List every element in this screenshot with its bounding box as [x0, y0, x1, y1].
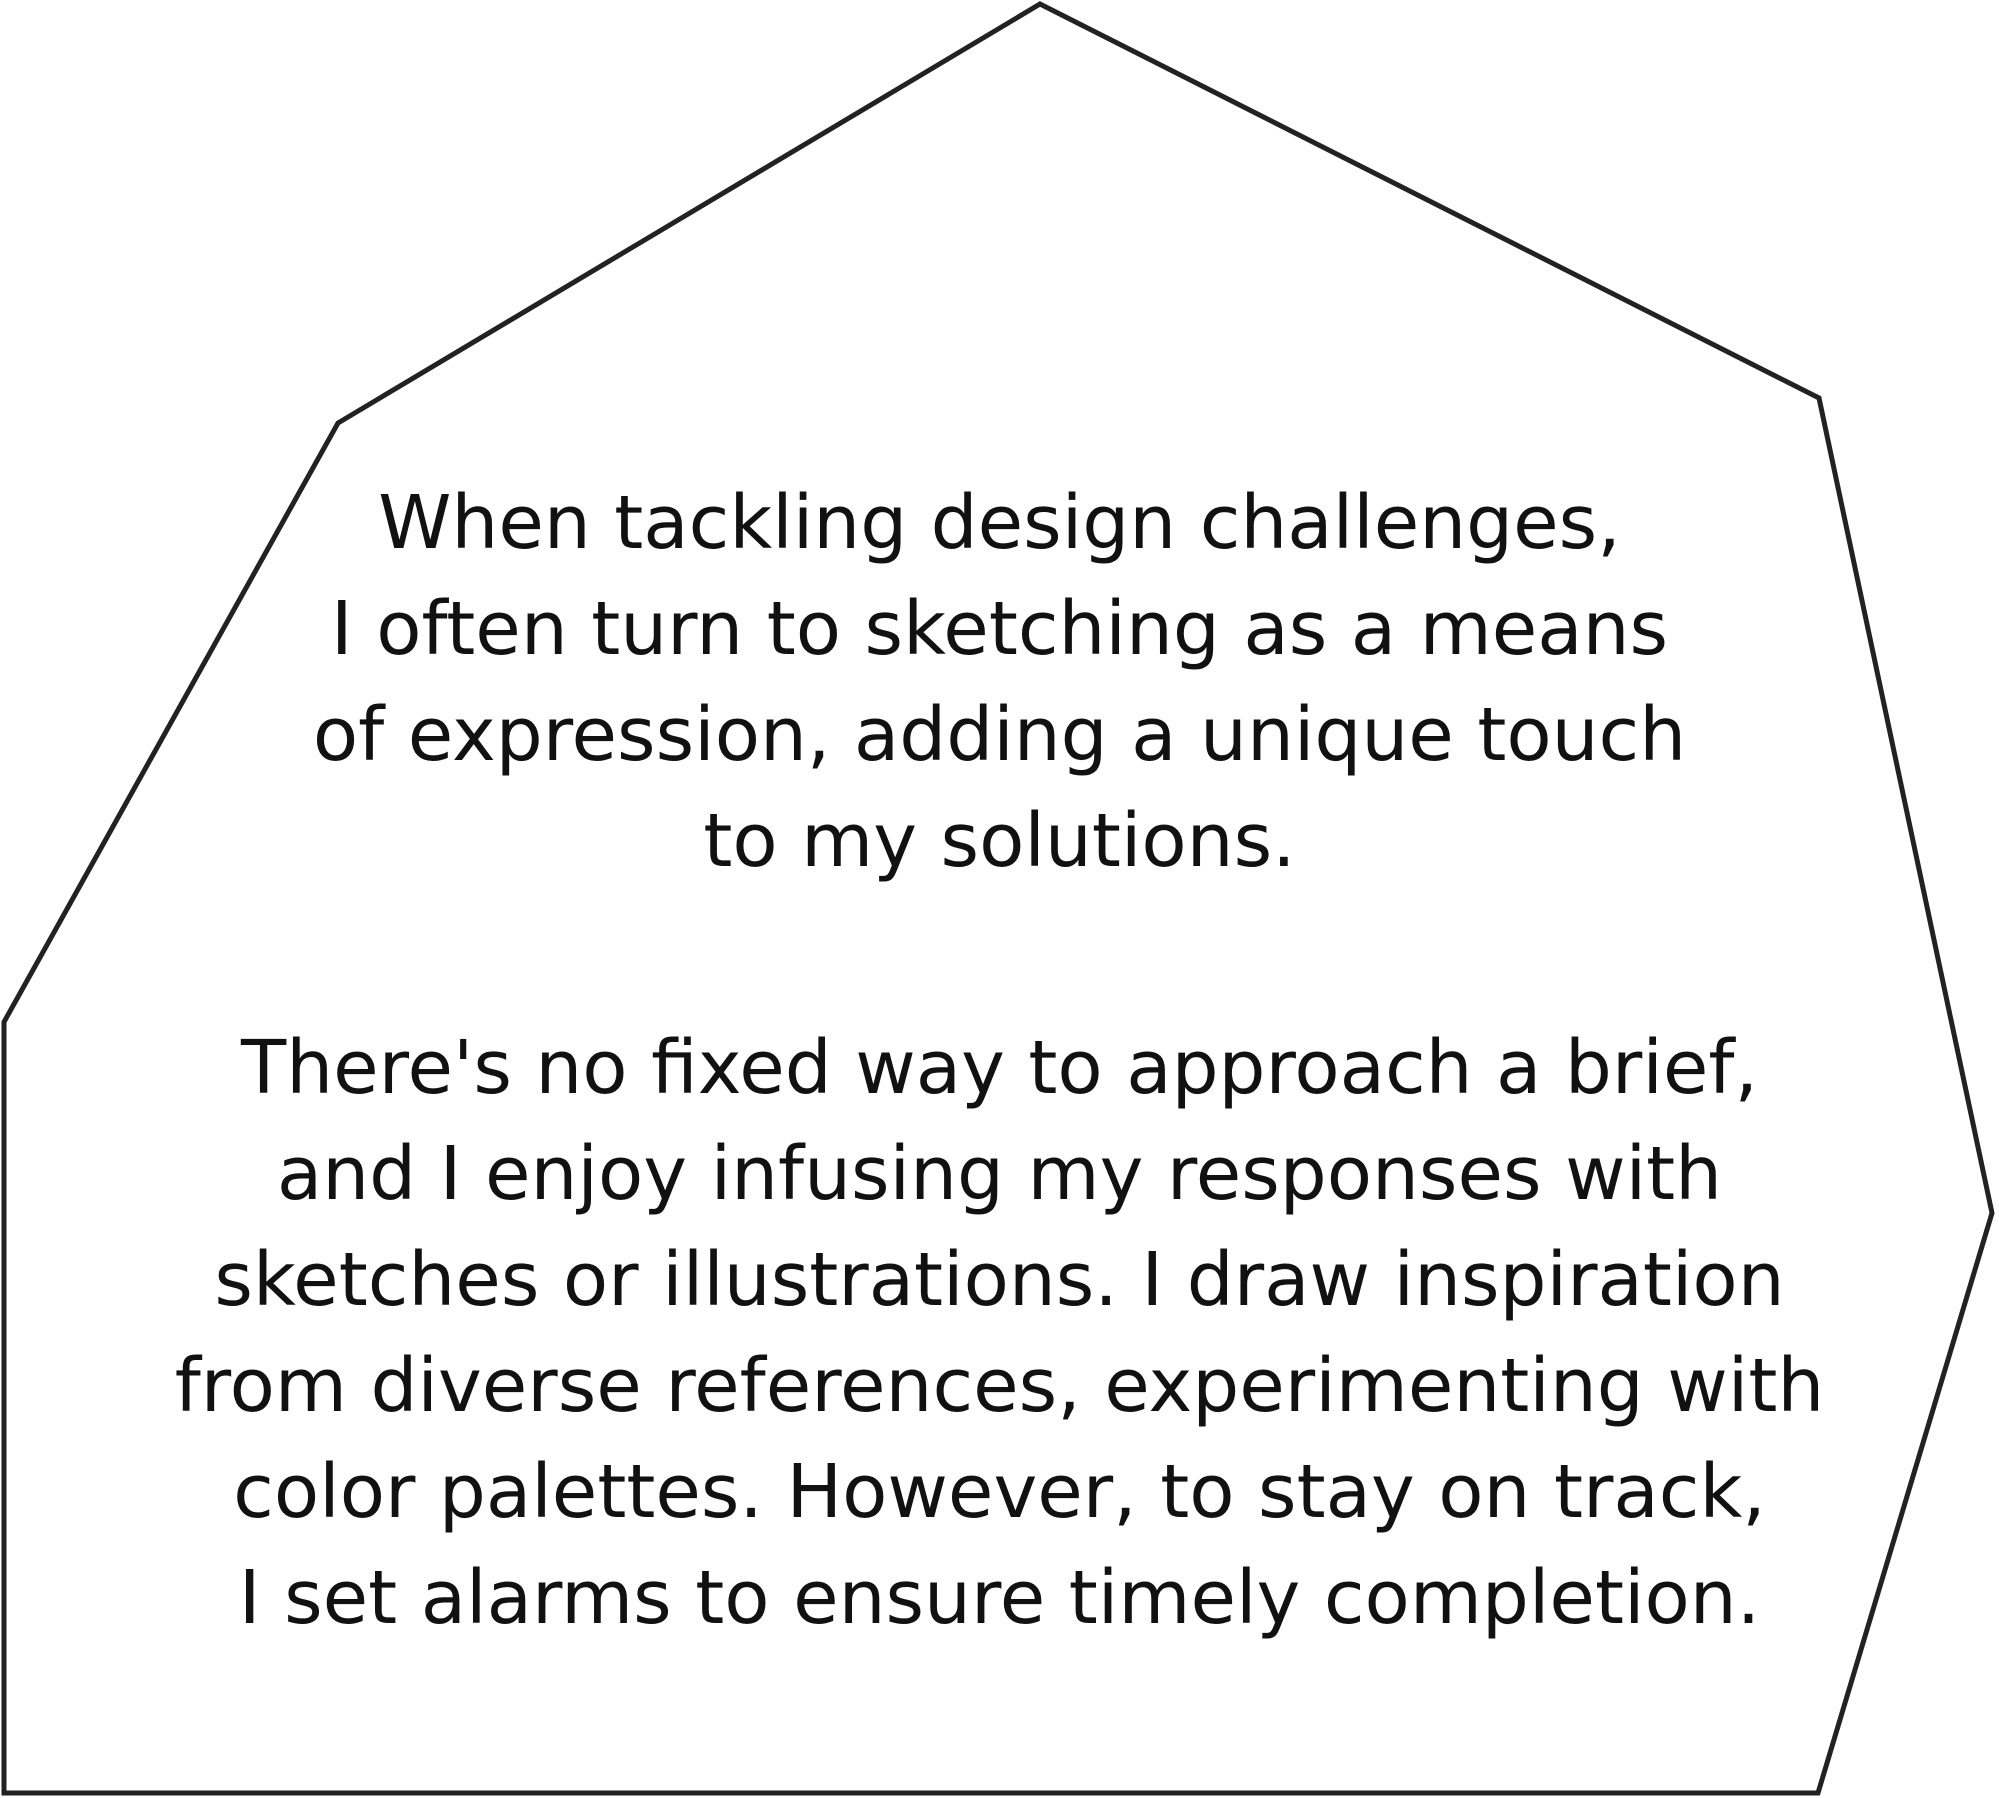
paragraph-2-line-5: color palettes. However, to stay on trac… [233, 1449, 1766, 1535]
paragraph-2: There's no fixed way to approach a brief… [0, 1015, 1999, 1651]
paragraph-1-line-2: I often turn to sketching as a means [330, 586, 1669, 672]
paragraph-2-line-2: and I enjoy infusing my responses with [276, 1131, 1723, 1217]
paragraph-2-line-6: I set alarms to ensure timely completion… [238, 1555, 1761, 1641]
paragraph-2-line-3: sketches or illustrations. I draw inspir… [214, 1237, 1785, 1323]
paragraph-1-line-3: of expression, adding a unique touch [312, 692, 1687, 778]
paragraph-1-line-1: When tackling design challenges, [378, 480, 1621, 566]
paragraph-1-line-4: to my solutions. [703, 798, 1296, 884]
paragraph-2-line-4: from diverse references, experimenting w… [174, 1343, 1825, 1429]
paragraph-2-line-1: There's no fixed way to approach a brief… [241, 1025, 1758, 1111]
paragraph-1: When tackling design challenges, I often… [0, 470, 1999, 894]
